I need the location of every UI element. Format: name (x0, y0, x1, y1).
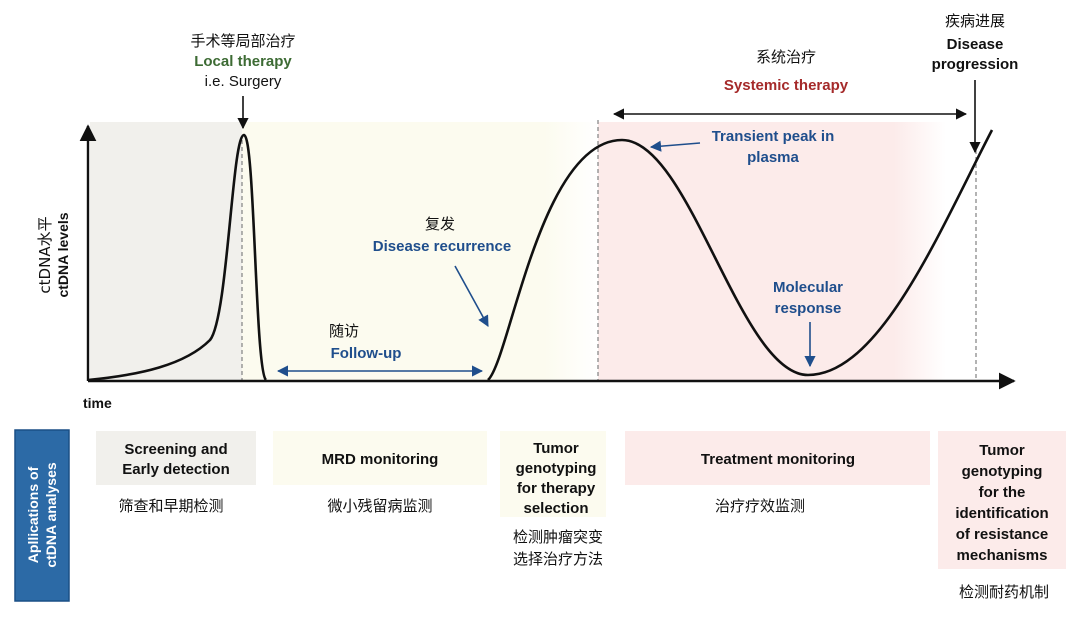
response-line2: response (775, 300, 842, 317)
recurrence-arrow (454, 265, 489, 327)
applications-title-line1: Apllications of (25, 466, 41, 563)
followup-title: Follow-up (331, 345, 402, 362)
systemic-region (598, 122, 946, 380)
peak-line2: plasma (747, 149, 799, 166)
recurrence-title: Disease recurrence (373, 238, 511, 255)
app-screening-line1: Screening and (124, 441, 227, 458)
app-genotyping-line4: selection (523, 500, 588, 517)
peak-line1: Transient peak in (712, 128, 835, 145)
app-resistance-line2: genotyping (962, 463, 1043, 480)
local-therapy-cn: 手术等局部治疗 (190, 32, 295, 50)
app-genotyping-box (500, 431, 606, 517)
response-line1: Molecular (773, 279, 843, 296)
app-resistance-line4: identification (955, 505, 1048, 522)
progression-line2: progression (932, 56, 1019, 73)
ctdna-curve-initial (87, 133, 268, 382)
app-treatment-box (625, 431, 930, 485)
systemic-therapy-cn: 系统治疗 (756, 48, 816, 66)
app-resistance-line6: mechanisms (957, 547, 1048, 564)
app-resistance-line1: Tumor (979, 442, 1025, 459)
app-screening-line2: Early detection (122, 461, 230, 478)
app-screening-box (96, 431, 256, 485)
app-resistance-line5: of resistance (956, 526, 1049, 543)
app-mrd-cn: 微小残留病监测 (327, 497, 432, 515)
local-therapy-title: Local therapy (194, 53, 292, 70)
recurrence-cn: 复发 (425, 215, 455, 233)
app-treatment-title: Treatment monitoring (701, 451, 855, 468)
applications-box (14, 429, 70, 602)
followup-region (242, 122, 598, 380)
peak-arrow (649, 140, 701, 152)
y-axis-label-cn: ctDNA水平 (36, 216, 54, 293)
app-treatment-cn: 治疗疗效监测 (715, 497, 805, 515)
app-resistance-cn: 检测耐药机制 (959, 583, 1049, 601)
applications-title-line2: ctDNA analyses (43, 462, 59, 568)
app-genotyping-line3: for therapy (517, 480, 596, 497)
systemic-therapy-title: Systemic therapy (724, 77, 849, 94)
app-genotyping-cn1: 检测肿瘤突变 (513, 528, 603, 546)
app-resistance-line3: for the (979, 484, 1026, 501)
app-mrd-box (273, 431, 487, 485)
app-resistance-box (938, 431, 1066, 569)
followup-cn: 随访 (329, 322, 359, 340)
y-axis-label-en: ctDNA levels (55, 212, 71, 297)
x-axis-label: time (83, 395, 112, 411)
ctdna-curve-recurrence (487, 129, 994, 381)
progression-cn: 疾病进展 (945, 12, 1005, 30)
local-therapy-sub: i.e. Surgery (205, 73, 282, 90)
app-genotyping-cn2: 选择治疗方法 (513, 550, 603, 568)
app-genotyping-line1: Tumor (533, 440, 579, 457)
progression-line1: Disease (947, 36, 1004, 53)
screening-region (90, 122, 242, 380)
app-screening-cn: 筛查和早期检测 (118, 497, 223, 515)
app-genotyping-line2: genotyping (516, 460, 597, 477)
app-mrd-title: MRD monitoring (322, 451, 439, 468)
